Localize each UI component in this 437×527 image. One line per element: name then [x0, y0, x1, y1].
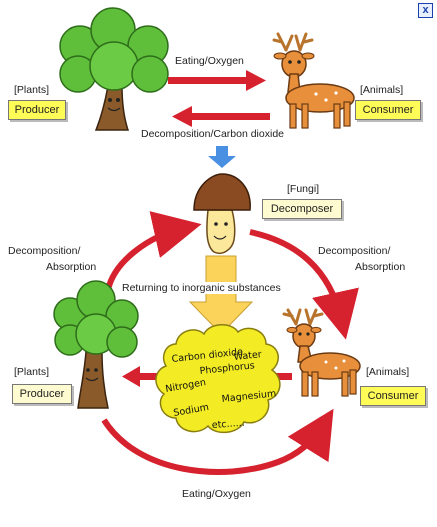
bottom-plants-tag: [Plants]: [14, 366, 50, 378]
close-button[interactable]: x: [418, 3, 433, 18]
top-arrow-left: [172, 106, 270, 127]
cycle-arrow-left-up: [105, 211, 202, 291]
bottom-producer-label: Producer: [12, 384, 72, 404]
top-consumer-label: Consumer: [355, 100, 421, 120]
bottom-animals-tag: [Animals]: [366, 366, 410, 378]
top-arrow-left-label: Decomposition/Carbon dioxide: [141, 128, 284, 140]
substance-water: Water: [233, 349, 262, 363]
top-plants-tag: [Plants]: [14, 84, 50, 96]
right-decomposition-label-2: Absorption: [355, 261, 406, 273]
returning-label: Returning to inorganic substances: [121, 282, 282, 295]
bottom-deer-icon: [282, 308, 361, 397]
substance-etc: etc......: [211, 418, 245, 431]
bottom-consumer-label: Consumer: [360, 386, 426, 406]
bottom-eating-label: Eating/Oxygen: [182, 488, 251, 500]
inorganic-cloud: [155, 324, 281, 434]
top-arrow-right-label: Eating/Oxygen: [175, 55, 244, 67]
top-tree-icon: [59, 7, 169, 131]
top-arrow-right: [168, 70, 266, 91]
top-producer-label: Producer: [8, 100, 66, 120]
left-decomposition-label-2: Absorption: [46, 261, 97, 273]
top-animals-tag: [Animals]: [360, 84, 404, 96]
fungi-tag: [Fungi]: [287, 183, 320, 195]
down-arrow-blue: [208, 146, 236, 168]
bottom-tree-icon: [53, 280, 139, 409]
down-arrow-yellow: [188, 255, 254, 335]
left-decomposition-label-1: Decomposition/: [8, 245, 81, 257]
cycle-arrow-bottom: [101, 408, 334, 475]
mushroom-icon: [193, 173, 251, 254]
right-decomposition-label-1: Decomposition/: [318, 245, 391, 257]
decomposer-label: Decomposer: [262, 199, 342, 219]
cycle-arrow-right-down: [249, 229, 359, 340]
cloud-to-tree-arrow: [122, 366, 168, 387]
top-deer-icon: [272, 32, 355, 129]
